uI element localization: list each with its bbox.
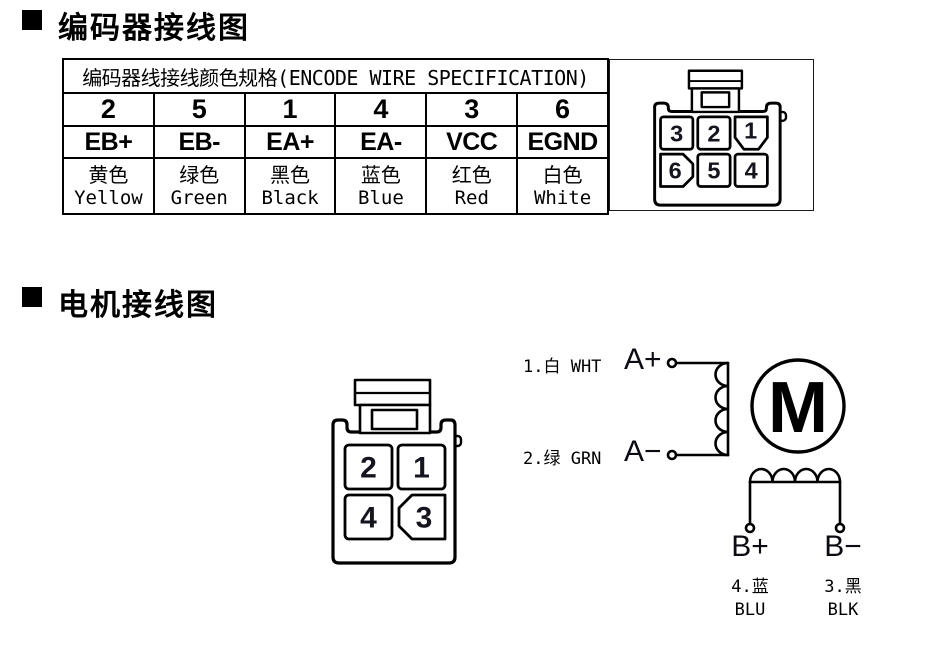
connector-housing — [331, 418, 457, 565]
terminal-a-minus-dot — [666, 449, 678, 461]
phase-a-wire2-label: 2.绿 GRN — [523, 449, 602, 469]
pin-cell: 4 — [334, 92, 428, 127]
phase-a-coil — [714, 361, 730, 457]
phase-b-wire2-en: BLK — [827, 600, 859, 620]
phase-b-wire1-en: BLU — [734, 600, 766, 620]
encoder-wire-spec-table: 编码器线接线颜色规格(ENCODE WIRE SPECIFICATION) 2 … — [62, 58, 609, 215]
terminal-b-plus-dot — [744, 522, 756, 534]
color-en: Yellow — [74, 187, 143, 209]
terminal-a-plus-label: A+ — [624, 343, 662, 376]
signal-cell: EGND — [516, 125, 609, 159]
phase-b-coil — [748, 467, 842, 484]
terminal-b-minus-dot — [834, 522, 846, 534]
terminal-a-minus-label: A− — [624, 435, 662, 468]
table-signal-row: EB+ EB- EA+ EA- VCC EGND — [62, 125, 609, 159]
pin-label-6: 6 — [669, 158, 682, 184]
signal-cell: EB- — [152, 125, 246, 159]
encoder-connector-box: 3 2 1 6 5 4 — [609, 59, 814, 211]
color-cell: 绿色 Green — [152, 157, 246, 215]
signal-cell: VCC — [425, 125, 519, 159]
pin-label-5: 5 — [707, 158, 720, 184]
color-cell: 白色 White — [516, 157, 609, 215]
pin-cavity-4 — [343, 493, 394, 541]
color-cell: 红色 Red — [425, 157, 519, 215]
color-en: Green — [170, 187, 228, 209]
color-cn: 白色 — [542, 163, 583, 187]
color-cn: 红色 — [451, 163, 492, 187]
terminal-b-minus-label: B− — [824, 530, 862, 563]
pin-cell: 2 — [62, 92, 155, 127]
motor-symbol: M — [768, 368, 828, 448]
encoder-section-title: 编码器接线图 — [58, 12, 250, 45]
phase-b-wire1-cn: 4.蓝 — [731, 577, 769, 597]
pin-label-3: 3 — [416, 502, 433, 535]
pin-cell: 1 — [243, 92, 337, 127]
color-cn: 绿色 — [179, 163, 220, 187]
pin-label-2: 2 — [707, 120, 720, 146]
table-header-row: 编码器线接线颜色规格(ENCODE WIRE SPECIFICATION) — [62, 58, 609, 94]
signal-cell: EA- — [334, 125, 428, 159]
terminal-b-plus-group: B+ 4.蓝 BLU — [705, 530, 795, 621]
pin-cavity-2 — [696, 115, 732, 151]
pin-cavity-3 — [397, 493, 447, 541]
pin-cell: 3 — [425, 92, 519, 127]
latch-window — [370, 408, 419, 431]
pin-label-1: 1 — [413, 452, 430, 485]
pin-label-4: 4 — [745, 158, 758, 184]
signal-cell: EB+ — [62, 125, 155, 159]
table-color-row: 黄色 Yellow 绿色 Green 黑色 Black 蓝色 Blue 红色 R… — [62, 157, 609, 215]
signal-cell: EA+ — [243, 125, 337, 159]
color-en: Black — [261, 187, 319, 209]
pin-cavity-3 — [659, 115, 695, 151]
pin-cavity-4 — [733, 152, 769, 188]
pin-label-1: 1 — [744, 117, 757, 143]
color-cn: 蓝色 — [360, 163, 401, 187]
pin-cavity-1 — [396, 443, 447, 491]
terminal-b-minus-group: B− 3.黑 BLK — [798, 530, 888, 621]
section-bullet-icon — [22, 287, 42, 307]
pin-cell: 6 — [516, 92, 609, 127]
table-pin-row: 2 5 1 4 3 6 — [62, 92, 609, 127]
pin-cavity-1 — [733, 115, 769, 151]
color-en: Blue — [358, 187, 404, 209]
phase-b-wire2-cn: 3.黑 — [824, 577, 862, 597]
motor-wiring-schematic: M — [666, 357, 846, 534]
color-en: Red — [454, 187, 489, 209]
motor-section-title: 电机接线图 — [58, 289, 218, 322]
color-cell: 黄色 Yellow — [62, 157, 155, 215]
terminal-b-plus-label: B+ — [731, 530, 769, 563]
color-cell: 黑色 Black — [243, 157, 337, 215]
pin-cell: 5 — [152, 92, 246, 127]
motor-circle — [750, 358, 846, 454]
pin-cavity-5 — [696, 152, 732, 188]
section-bullet-icon — [22, 10, 42, 30]
phase-a-wire1-label: 1.白 WHT — [523, 357, 602, 377]
terminal-a-plus-dot — [666, 357, 678, 369]
color-en: White — [533, 187, 592, 209]
pin-cavity-2 — [343, 443, 394, 491]
pin-cavity-6 — [659, 152, 695, 188]
motor-connector-4pin-drawing: 2 1 4 3 — [331, 378, 463, 565]
color-cn: 黑色 — [270, 163, 311, 187]
latch-window — [700, 91, 731, 109]
pin-label-2: 2 — [360, 452, 377, 485]
color-cn: 黄色 — [88, 163, 129, 187]
encoder-connector-6pin-drawing: 3 2 1 6 5 4 — [653, 69, 788, 207]
pin-label-3: 3 — [670, 120, 683, 146]
pin-label-4: 4 — [360, 502, 377, 535]
color-cell: 蓝色 Blue — [334, 157, 428, 215]
latch-top — [687, 69, 744, 90]
table-header-cell: 编码器线接线颜色规格(ENCODE WIRE SPECIFICATION) — [62, 58, 609, 94]
